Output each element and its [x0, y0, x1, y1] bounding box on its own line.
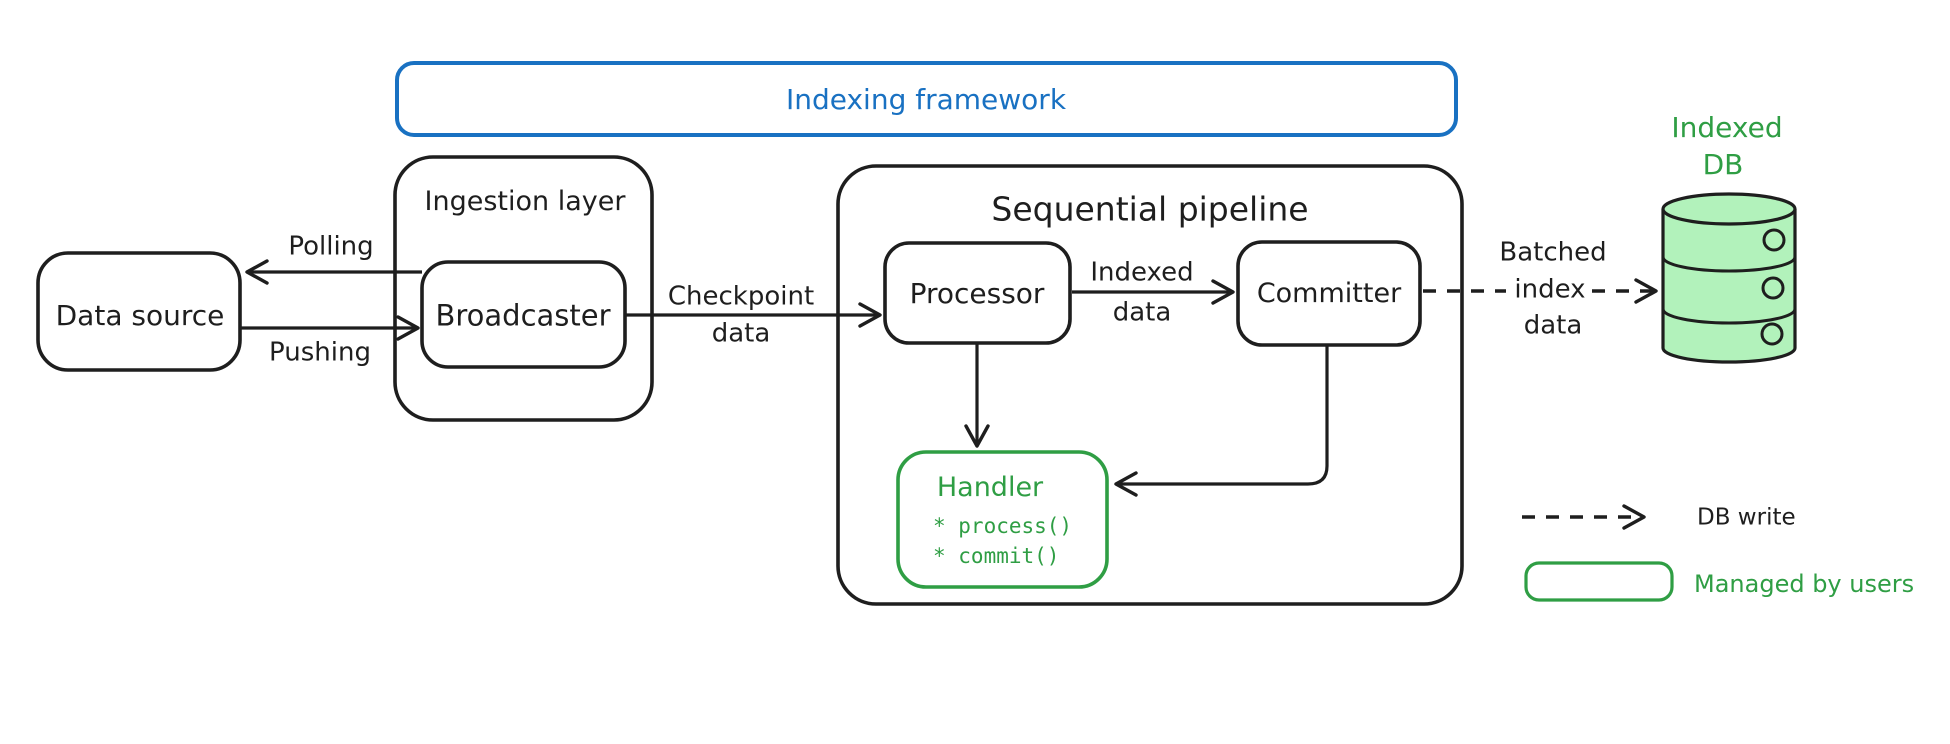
data-source-label: Data source — [55, 299, 225, 333]
batched-label-line3: data — [1523, 310, 1583, 341]
db-body — [1661, 209, 1797, 364]
ingestion-layer-label: Ingestion layer — [424, 185, 626, 217]
db-dot-3 — [1760, 322, 1784, 346]
committer-to-handler-arrow — [1114, 345, 1329, 497]
committer-box — [1236, 240, 1422, 347]
sequential-pipeline-label: Sequential pipeline — [991, 189, 1309, 229]
legend-db-write-label: DB write — [1697, 504, 1796, 531]
handler-box — [896, 450, 1109, 589]
handler-method-process: * process() — [933, 513, 1073, 538]
broadcaster-label: Broadcaster — [435, 298, 611, 333]
indexing-framework-title: Indexing framework — [785, 83, 1067, 117]
db-separator-1 — [1661, 256, 1797, 273]
ingestion-layer-box — [393, 155, 654, 422]
committer-label: Committer — [1256, 277, 1402, 309]
indexed-db-label-line1: Indexed — [1671, 111, 1783, 145]
pushing-label: Pushing — [269, 337, 371, 368]
indexed-db-label-line2: DB — [1702, 148, 1744, 182]
db-separator-2 — [1661, 308, 1797, 325]
checkpoint-label-line1: Checkpoint — [667, 281, 815, 312]
processor-label: Processor — [909, 277, 1045, 311]
polling-label: Polling — [288, 231, 374, 262]
legend-managed-label: Managed by users — [1694, 569, 1915, 598]
batched-label-line1: Batched — [1499, 237, 1607, 268]
indexed-data-label-line1: Indexed — [1090, 257, 1194, 288]
batched-label-line2: index — [1514, 274, 1586, 305]
db-dot-1 — [1762, 228, 1786, 252]
legend-managed-box — [1524, 561, 1674, 602]
indexing-framework-box — [395, 61, 1458, 137]
indexed-db-cylinder — [1661, 192, 1797, 364]
indexed-data-label-line2: data — [1112, 297, 1172, 328]
data-source-box — [36, 251, 242, 372]
db-dot-2 — [1761, 276, 1785, 300]
handler-method-commit: * commit() — [933, 543, 1060, 568]
checkpoint-label-line2: data — [711, 318, 771, 349]
db-top-ellipse — [1661, 192, 1797, 226]
handler-title-label: Handler — [936, 471, 1044, 503]
sequential-pipeline-box — [836, 164, 1464, 606]
